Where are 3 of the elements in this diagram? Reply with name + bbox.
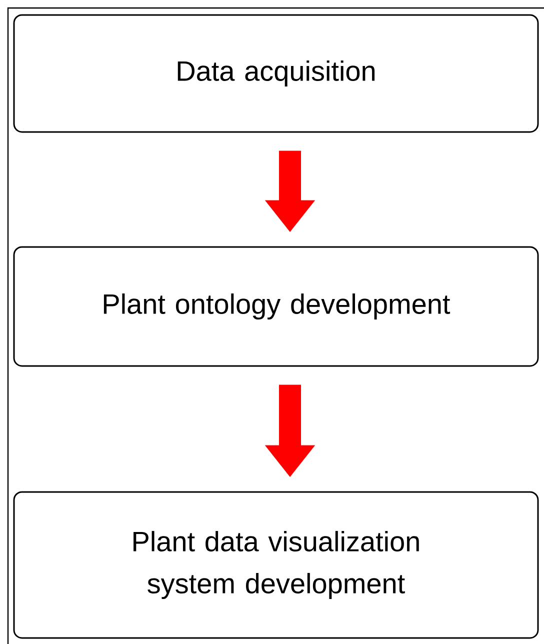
process-box: Plant data visualization system development <box>13 491 539 639</box>
process-box: Plant ontology development <box>13 246 539 367</box>
process-box: Data acquisition <box>13 14 539 133</box>
